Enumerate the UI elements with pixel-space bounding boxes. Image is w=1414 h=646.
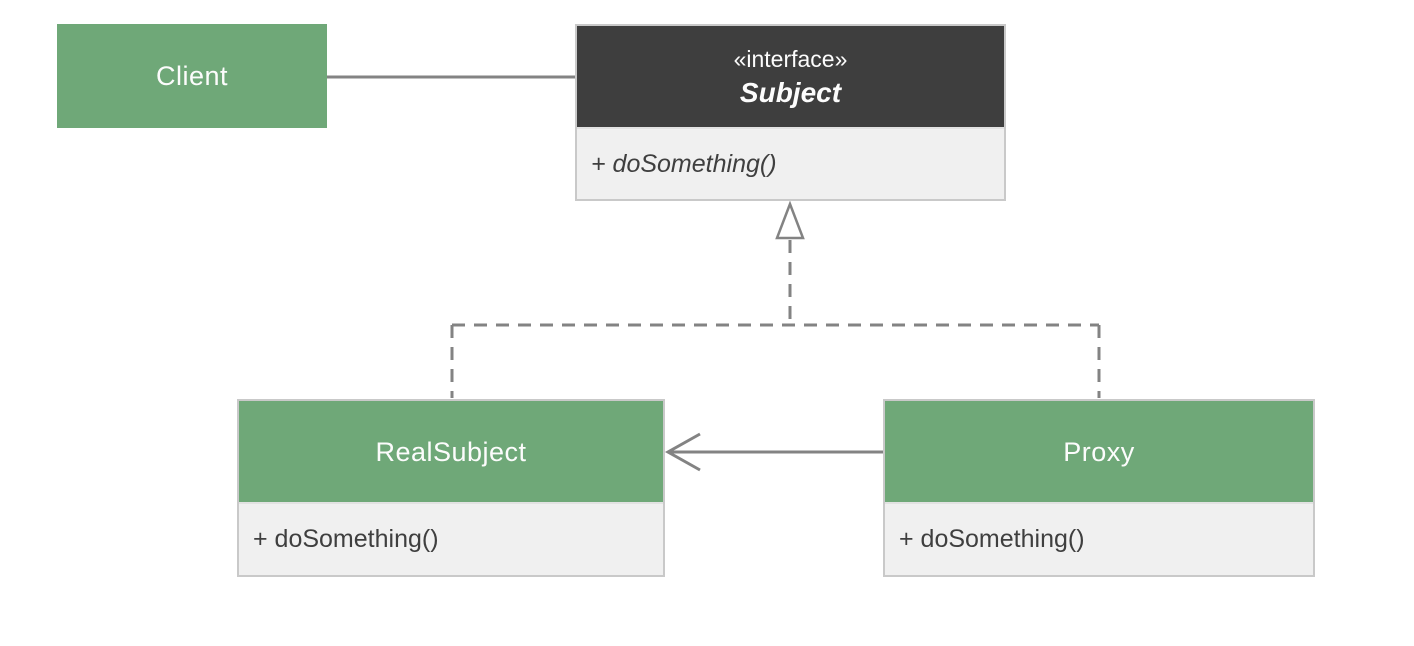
class-realsubject: RealSubject + doSomething() xyxy=(237,399,665,577)
class-subject-methods-compartment: + doSomething() xyxy=(577,127,1004,199)
class-proxy-name: Proxy xyxy=(1063,436,1135,467)
method-label: + doSomething() xyxy=(253,525,439,553)
class-realsubject-header: RealSubject xyxy=(239,401,663,502)
stereotype-label: «interface» xyxy=(733,45,848,72)
class-realsubject-name: RealSubject xyxy=(375,436,527,467)
class-subject-name: Subject xyxy=(739,76,842,108)
class-proxy-header: Proxy xyxy=(885,401,1313,502)
realization-dashed-path xyxy=(450,240,1101,398)
class-realsubject-methods-compartment: + doSomething() xyxy=(239,502,663,575)
class-client: Client xyxy=(57,24,327,128)
method-label: + doSomething() xyxy=(591,149,777,178)
class-proxy-methods-compartment: + doSomething() xyxy=(885,502,1313,575)
class-client-name: Client xyxy=(155,61,229,91)
open-arrowhead-icon xyxy=(664,432,701,472)
class-proxy: Proxy + doSomething() xyxy=(883,399,1315,577)
method-label: + doSomething() xyxy=(899,525,1085,553)
hollow-triangle-arrowhead-icon xyxy=(775,200,805,240)
class-subject: «interface» Subject + doSomething() xyxy=(575,24,1006,201)
class-client-header: Client xyxy=(57,24,327,128)
class-subject-header: «interface» Subject xyxy=(577,26,1004,127)
